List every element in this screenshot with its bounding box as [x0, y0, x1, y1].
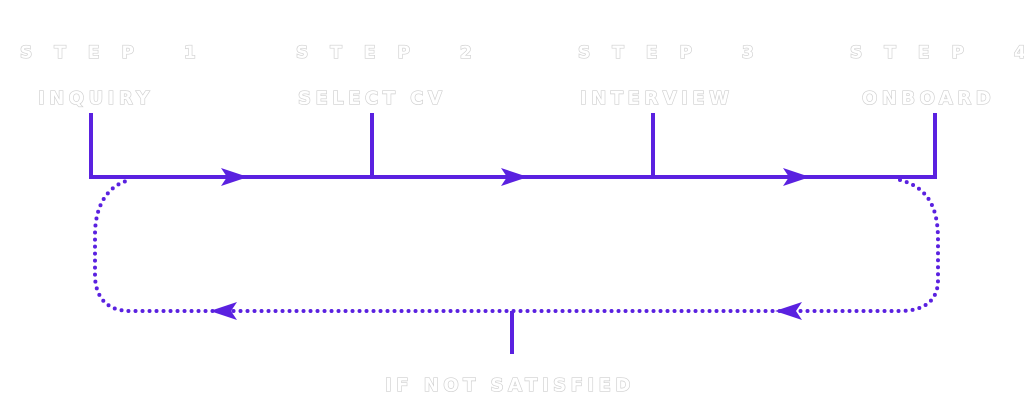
backward-arrow-1-icon [775, 302, 802, 320]
backward-arrow-2-icon [210, 302, 237, 320]
forward-arrow-2-icon [501, 168, 528, 186]
step-3-name: INTERVIEW [580, 88, 733, 109]
step-2-number: STEP 2 [296, 43, 494, 63]
loop-label: IF NOT SATISFIED [385, 375, 635, 396]
feedback-loop-path [93, 178, 940, 313]
step-4-number: STEP 4 [850, 43, 1024, 63]
step-2-name: SELECT CV [298, 88, 446, 109]
step-3-number: STEP 3 [578, 43, 776, 63]
forward-arrow-3-icon [783, 168, 810, 186]
step-1-number: STEP 1 [20, 43, 218, 63]
step-4-name: ONBOARD [862, 88, 995, 109]
step-1-name: INQUIRY [38, 88, 154, 109]
forward-arrow-1-icon [221, 168, 248, 186]
